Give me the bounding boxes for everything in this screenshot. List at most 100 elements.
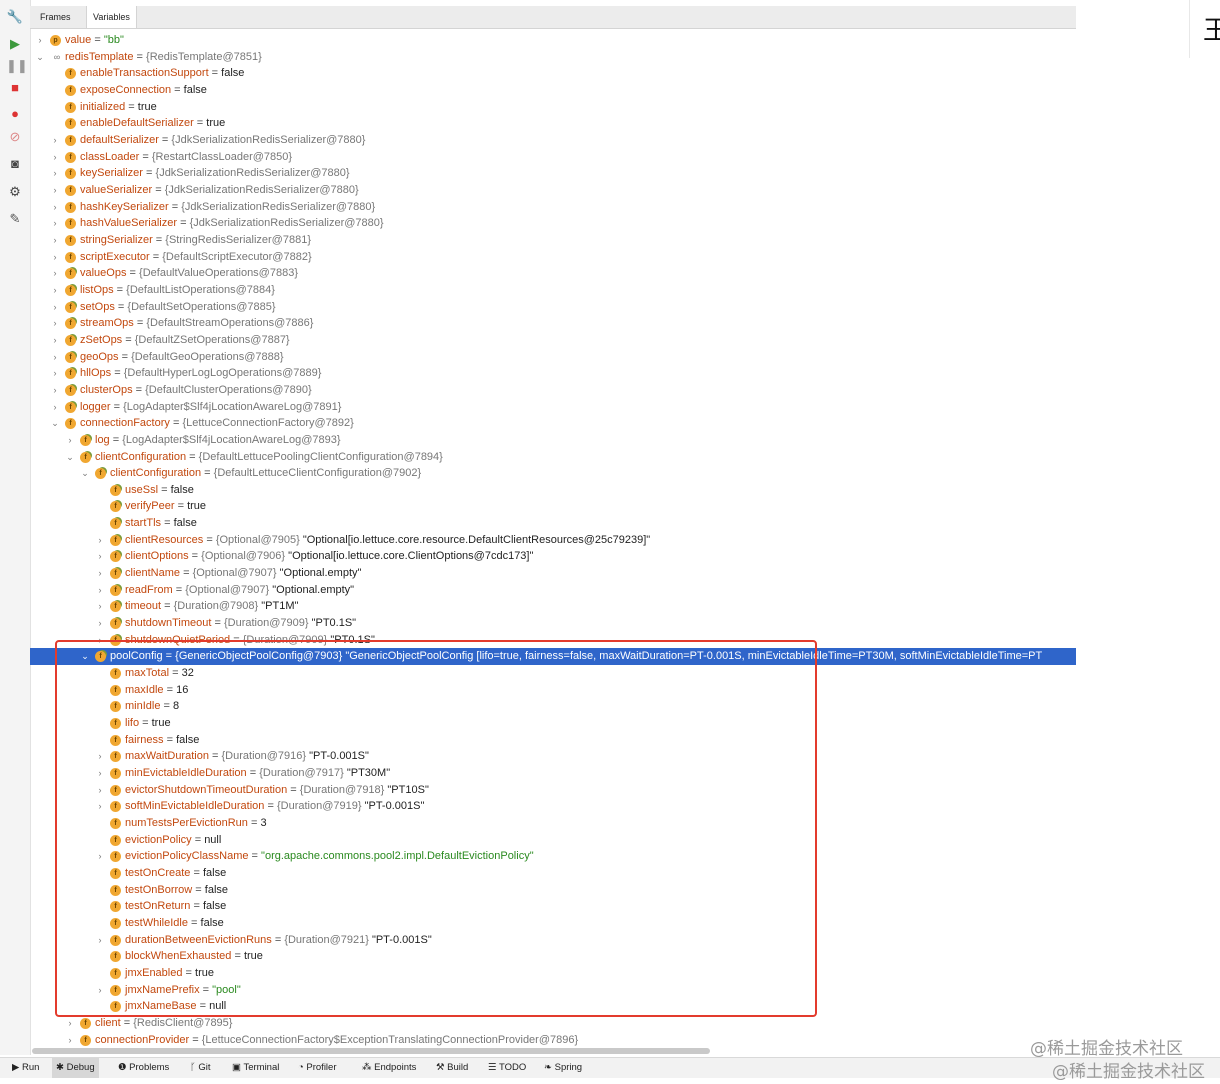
chevron-right-icon[interactable]: › bbox=[98, 618, 102, 629]
chevron-right-icon[interactable]: › bbox=[53, 268, 57, 279]
chevron-right-icon[interactable]: › bbox=[53, 384, 57, 395]
tool-button-run[interactable]: ▶ Run bbox=[12, 1058, 39, 1078]
tool-button-todo[interactable]: ☰ TODO bbox=[488, 1058, 526, 1078]
chevron-right-icon[interactable]: › bbox=[98, 784, 102, 795]
chevron-right-icon[interactable]: › bbox=[53, 201, 57, 212]
chevron-right-icon[interactable]: › bbox=[98, 584, 102, 595]
chevron-right-icon[interactable]: › bbox=[98, 534, 102, 545]
tool-button-spring[interactable]: ❧ Spring bbox=[544, 1058, 582, 1078]
chevron-right-icon[interactable]: › bbox=[98, 568, 102, 579]
tab-variables[interactable]: Variables bbox=[86, 6, 137, 28]
variable-row[interactable]: ⌄∞redisTemplate = {RedisTemplate@7851} bbox=[30, 49, 1076, 66]
chevron-right-icon[interactable]: › bbox=[53, 134, 57, 145]
chevron-right-icon[interactable]: › bbox=[98, 768, 102, 779]
view-breakpoints-icon[interactable]: ● bbox=[11, 106, 19, 121]
stop-icon[interactable]: ■ bbox=[11, 80, 19, 95]
resume-icon[interactable]: ▶ bbox=[10, 36, 20, 51]
chevron-right-icon[interactable]: › bbox=[98, 851, 102, 862]
tool-button-terminal[interactable]: ▣ Terminal bbox=[232, 1058, 279, 1078]
tool-button-endpoints[interactable]: ⁂ Endpoints bbox=[362, 1058, 416, 1078]
horizontal-scrollbar[interactable] bbox=[32, 1048, 710, 1054]
chevron-right-icon[interactable]: › bbox=[53, 251, 57, 262]
tool-button-problems[interactable]: ❶ Problems bbox=[118, 1058, 169, 1078]
chevron-down-icon[interactable]: ⌄ bbox=[81, 468, 89, 479]
chevron-right-icon[interactable]: › bbox=[53, 401, 57, 412]
chevron-right-icon[interactable]: › bbox=[68, 1034, 72, 1045]
chevron-right-icon[interactable]: › bbox=[68, 434, 72, 445]
wrench-icon[interactable]: 🔧 bbox=[6, 9, 24, 24]
pause-icon[interactable]: ❚❚ bbox=[6, 58, 28, 73]
tool-button-debug[interactable]: ✱ Debug bbox=[52, 1058, 99, 1078]
chevron-right-icon[interactable]: › bbox=[53, 318, 57, 329]
chevron-right-icon[interactable]: › bbox=[98, 934, 102, 945]
chevron-right-icon[interactable]: › bbox=[68, 1017, 72, 1028]
chevron-right-icon[interactable]: › bbox=[53, 234, 57, 245]
camera-icon[interactable]: ◙ bbox=[11, 156, 19, 171]
chevron-right-icon[interactable]: › bbox=[98, 801, 102, 812]
chevron-right-icon[interactable]: › bbox=[98, 601, 102, 612]
chevron-right-icon[interactable]: › bbox=[98, 551, 102, 562]
chevron-right-icon[interactable]: › bbox=[38, 35, 42, 45]
chevron-right-icon[interactable]: › bbox=[53, 284, 57, 295]
chevron-right-icon[interactable]: › bbox=[98, 984, 102, 995]
chevron-right-icon[interactable]: › bbox=[98, 751, 102, 762]
chevron-down-icon[interactable]: ⌄ bbox=[51, 418, 59, 429]
chevron-right-icon[interactable]: › bbox=[53, 301, 57, 312]
chevron-right-icon[interactable]: › bbox=[53, 334, 57, 345]
chevron-right-icon[interactable]: › bbox=[53, 351, 57, 362]
chevron-right-icon[interactable]: › bbox=[98, 634, 102, 645]
settings-icon[interactable]: ⚙ bbox=[9, 184, 21, 199]
chevron-right-icon[interactable]: › bbox=[53, 151, 57, 162]
